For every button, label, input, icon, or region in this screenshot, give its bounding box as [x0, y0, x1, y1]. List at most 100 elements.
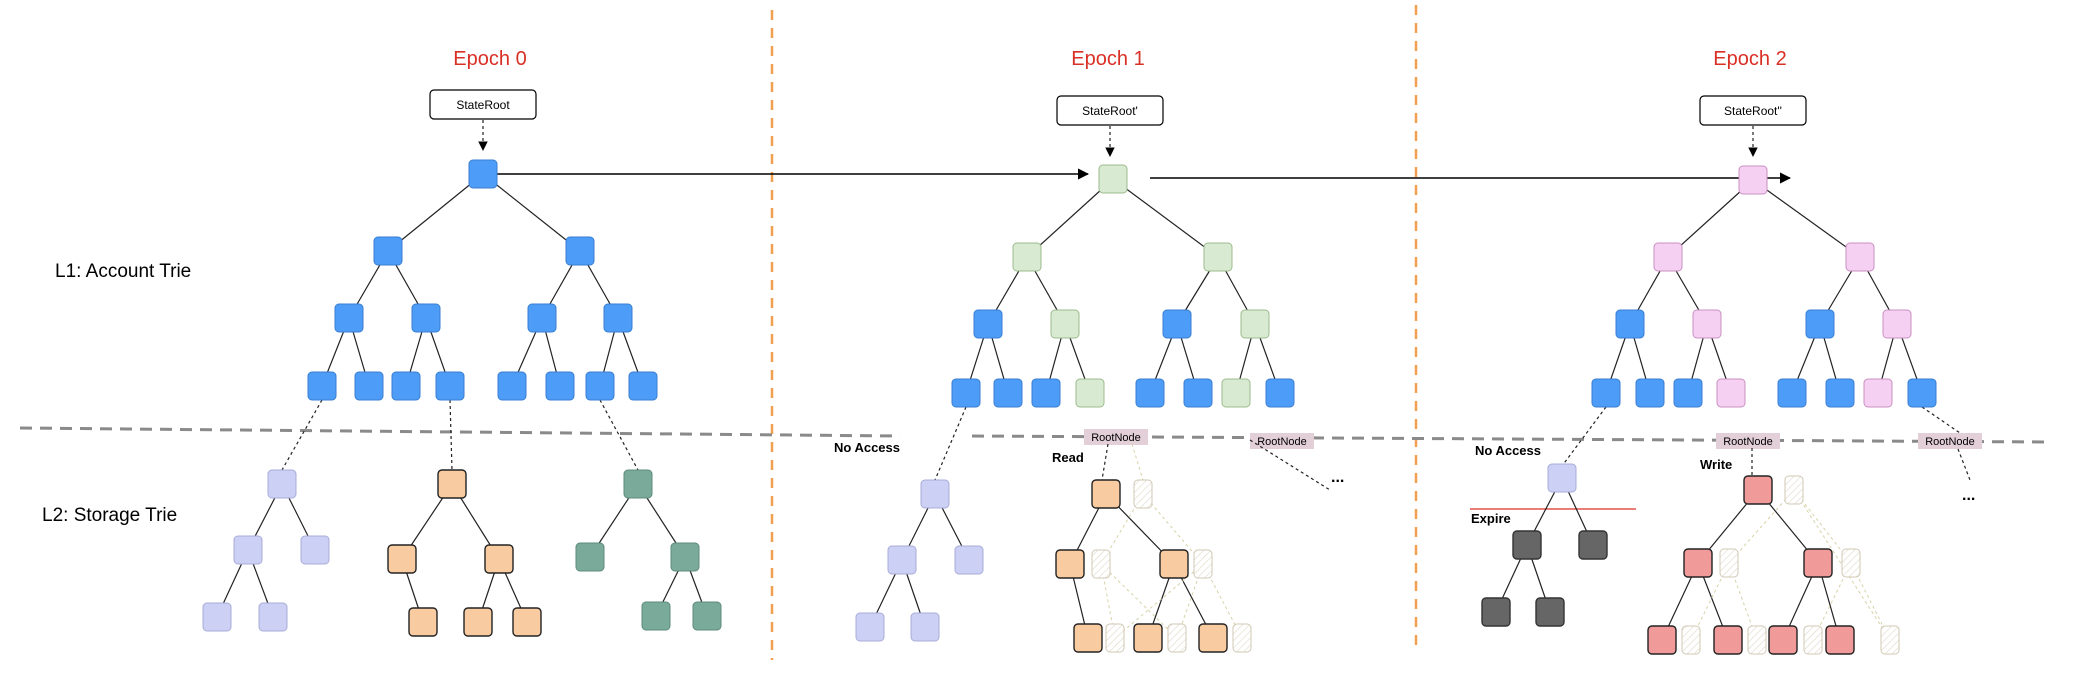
ellipsis-epoch-1: ... — [1331, 469, 1344, 486]
epoch-1-account-trie-node — [1183, 378, 1213, 408]
epoch-0-storage-trie-teal-node — [670, 542, 700, 572]
epoch-1-storage-trie-lavender-node — [954, 545, 984, 575]
epoch-2-storage-trie-salmon-node — [1713, 625, 1743, 655]
root-node-tag-label: RootNode — [1257, 436, 1307, 448]
epoch-2-storage-link — [1561, 406, 1607, 467]
epoch-2-storage-trie-salmon-node — [1825, 625, 1855, 655]
epoch-1-account-trie-node — [973, 309, 1003, 339]
root-node-tag-epoch-1-a: RootNode — [1084, 429, 1148, 445]
epoch-1-hatched-node — [1105, 623, 1125, 653]
epoch-1-account-trie-edge — [1112, 178, 1219, 258]
epoch-2-hatched-edge — [1728, 489, 1795, 564]
state-root-box-epoch-2: StateRoot'' — [1699, 95, 1807, 126]
epoch-0-account-trie-node — [565, 236, 595, 266]
epoch-1-account-trie-edge — [1026, 178, 1114, 258]
epoch-1-hatched-node — [1091, 549, 1111, 579]
epoch-0-storage-trie-peach-node — [387, 544, 417, 574]
epoch-2-storage-trie-expired-node — [1578, 530, 1608, 560]
no-access-label-epoch-2: No Access — [1475, 443, 1541, 458]
epoch-0-storage-trie-peach-node — [512, 607, 542, 637]
epoch-0-account-trie-node — [527, 303, 557, 333]
epoch-0-account-trie-node — [585, 371, 615, 401]
epoch-0-storage-trie-peach-node — [463, 607, 493, 637]
epoch-0-account-trie-node — [354, 371, 384, 401]
epoch-0-storage-link — [281, 399, 323, 471]
state-root-box-epoch-1: StateRoot' — [1056, 95, 1164, 126]
epoch-1-account-trie-node — [993, 378, 1023, 408]
epoch-2-account-trie-node — [1615, 309, 1645, 339]
epoch-2-hatched-node — [1841, 548, 1861, 578]
epoch-0-account-trie-node — [468, 159, 498, 189]
epoch-2-account-trie-node — [1692, 309, 1722, 339]
state-root-box-epoch-0: StateRoot — [429, 89, 537, 120]
epoch-0-storage-trie-peach-node — [437, 469, 467, 499]
epoch-0-storage-trie-peach-node — [408, 607, 438, 637]
epoch-2-account-trie-node — [1738, 165, 1768, 195]
epoch-2-account-trie-node — [1882, 309, 1912, 339]
epoch-1-account-trie-node — [1203, 242, 1233, 272]
epoch-2-account-trie-node — [1653, 242, 1683, 272]
epoch-1-storage-link — [934, 406, 967, 481]
epoch-2-storage-trie-salmon-node — [1768, 625, 1798, 655]
epoch-1-hatched-node — [1193, 549, 1213, 579]
epoch-0-account-trie-node — [391, 371, 421, 401]
epoch-1-storage-trie-peach-node — [1198, 623, 1228, 653]
epoch-1-account-trie-node — [1265, 378, 1295, 408]
epoch-1-storage-link — [1101, 443, 1109, 481]
epoch-2-hatched-node — [1719, 548, 1739, 578]
epoch-0-storage-trie-lavender-node — [202, 602, 232, 632]
epoch-1-account-trie-node — [951, 378, 981, 408]
epoch-0-account-trie-node — [497, 371, 527, 401]
epoch-2-account-trie-node — [1805, 309, 1835, 339]
epoch-1-storage-trie-peach-node — [1133, 623, 1163, 653]
epoch-1-account-trie-node — [1075, 378, 1105, 408]
epoch-1-storage-trie-lavender-node — [855, 612, 885, 642]
epoch-1-hatched-node — [1167, 623, 1187, 653]
epoch-0-account-trie-node — [411, 303, 441, 333]
epoch-0-account-trie-node — [435, 371, 465, 401]
epoch-1-storage-trie-peach-node — [1073, 623, 1103, 653]
epoch-2-account-trie-node — [1907, 378, 1937, 408]
l2-storage-trie-label: L2: Storage Trie — [42, 505, 177, 526]
epoch-2-storage-trie-salmon-node — [1743, 475, 1773, 505]
epoch-1-hatched-node — [1133, 479, 1153, 509]
epoch-2-storage-trie-salmon-node — [1647, 625, 1677, 655]
epoch-2-account-trie-edge — [1752, 179, 1861, 258]
epoch-1-account-trie-node — [1050, 309, 1080, 339]
epoch-2-account-trie-node — [1845, 242, 1875, 272]
epoch-2-storage-trie-expired-node — [1535, 597, 1565, 627]
epoch-0-account-trie-edge — [387, 173, 484, 252]
epoch-1-account-trie-node — [1221, 378, 1251, 408]
epoch-2-hatched-node — [1803, 625, 1823, 655]
epoch-0-account-trie-node — [307, 371, 337, 401]
epoch-0-storage-trie-peach-node — [484, 544, 514, 574]
epoch-2-storage-trie-expired-node — [1512, 530, 1542, 560]
epoch-1-title: Epoch 1 — [1071, 48, 1144, 70]
epoch-1-storage-link — [1131, 443, 1144, 481]
epoch-0-account-trie-node — [334, 303, 364, 333]
l1-l2-separator — [19, 426, 901, 438]
epoch-1-account-trie-node — [1135, 378, 1165, 408]
no-access-label-epoch-1: No Access — [834, 440, 900, 455]
epoch-2-hatched-node — [1747, 625, 1767, 655]
epoch-1-storage-trie-lavender-node — [887, 545, 917, 575]
epoch-0-storage-trie-lavender-node — [258, 602, 288, 632]
epoch-2-storage-link — [1957, 448, 1971, 481]
epoch-0-title: Epoch 0 — [453, 48, 526, 70]
epoch-2-storage-trie-expired-node — [1547, 463, 1577, 493]
epoch-0-storage-trie-lavender-node — [267, 469, 297, 499]
epoch-2-account-trie-node — [1673, 378, 1703, 408]
state-root-label-epoch-1: StateRoot' — [1082, 104, 1138, 118]
epoch-2-title: Epoch 2 — [1713, 48, 1786, 70]
epoch-0-storage-trie-teal-node — [623, 469, 653, 499]
epoch-2-storage-trie-expired-node — [1481, 597, 1511, 627]
nodes-layer — [202, 159, 1937, 655]
epoch-0-storage-trie-lavender-node — [233, 535, 263, 565]
epoch-2-account-trie-node — [1863, 378, 1893, 408]
epoch-2-storage-trie-salmon-node — [1803, 548, 1833, 578]
epoch-1-storage-trie-lavender-node — [920, 479, 950, 509]
epoch-1-storage-trie-peach-node — [1055, 549, 1085, 579]
epoch-1-hatched-edge — [1114, 563, 1204, 639]
